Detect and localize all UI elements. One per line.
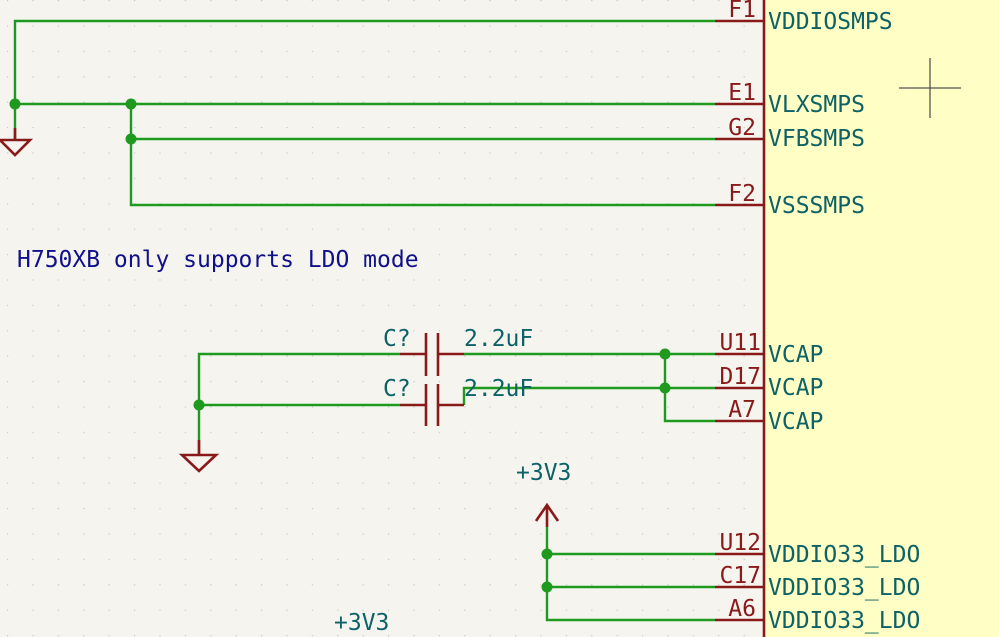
crosshair-icon [899,58,961,118]
pin-name: VDDIO33_LDO [768,542,920,568]
power-label[interactable]: +3V3 [516,460,571,486]
junction-dot [659,382,671,394]
pin-name: VDDIO33_LDO [768,608,920,634]
pin-name: VDDIOSMPS [768,9,893,35]
ground-symbol-icon[interactable] [0,128,34,157]
vcap-wires [197,352,715,455]
pin-name: VSSSMPS [768,193,865,219]
pin-number: F1 [728,0,756,23]
capacitor-1[interactable] [400,333,464,376]
pin-name: VCAP [768,342,823,368]
junction-dot [541,581,553,593]
pin-number: E1 [728,80,756,106]
ic-pin-stubs [715,19,764,622]
pin-name: VFBSMPS [768,126,865,152]
junction-dot [193,399,205,411]
capacitor-ref[interactable]: C? [383,376,411,402]
capacitor-value[interactable]: 2.2uF [464,326,533,352]
power-arrow-icon[interactable] [534,502,560,527]
pin-number: C17 [719,563,761,589]
capacitor-value[interactable]: 2.2uF [464,376,533,402]
capacitor-labels: C? 2.2uF C? 2.2uF [383,326,533,402]
wire-cap2-right[interactable] [462,386,715,405]
wire-vcap-bus[interactable] [663,354,715,423]
junction-dot [125,98,137,110]
junction-dot [659,348,671,360]
pin-numbers: F1 E1 G2 F2 U11 D17 A7 U12 C17 A6 [719,0,761,622]
pin-number: A7 [728,397,756,423]
ground-symbol-icon[interactable] [178,440,220,473]
pin-name: VCAP [768,375,823,401]
pin-name: VDDIO33_LDO [768,575,920,601]
pin-number: D17 [719,364,761,390]
ic-body[interactable] [762,0,999,637]
pin-number: G2 [728,115,756,141]
capacitor-2[interactable] [400,384,464,426]
junctions [9,98,671,593]
capacitor-ref[interactable]: C? [383,326,411,352]
pin-number: F2 [728,181,756,207]
pin-number: U11 [719,330,761,356]
wire-cap1-left[interactable] [197,352,400,455]
junction-dot [9,98,21,110]
junction-dot [541,548,553,560]
power-label[interactable]: +3V3 [334,610,389,636]
wire-vddiosmps[interactable] [13,19,715,106]
junction-dot [125,133,137,145]
pin-number: U12 [719,530,761,556]
pin-names: VDDIOSMPS VLXSMPS VFBSMPS VSSSMPS VCAP V… [768,9,920,634]
pin-number: A6 [728,596,756,622]
pin-name: VLXSMPS [768,92,865,118]
pin-name: VCAP [768,409,823,435]
schematic-note[interactable]: H750XB only supports LDO mode [17,247,419,273]
